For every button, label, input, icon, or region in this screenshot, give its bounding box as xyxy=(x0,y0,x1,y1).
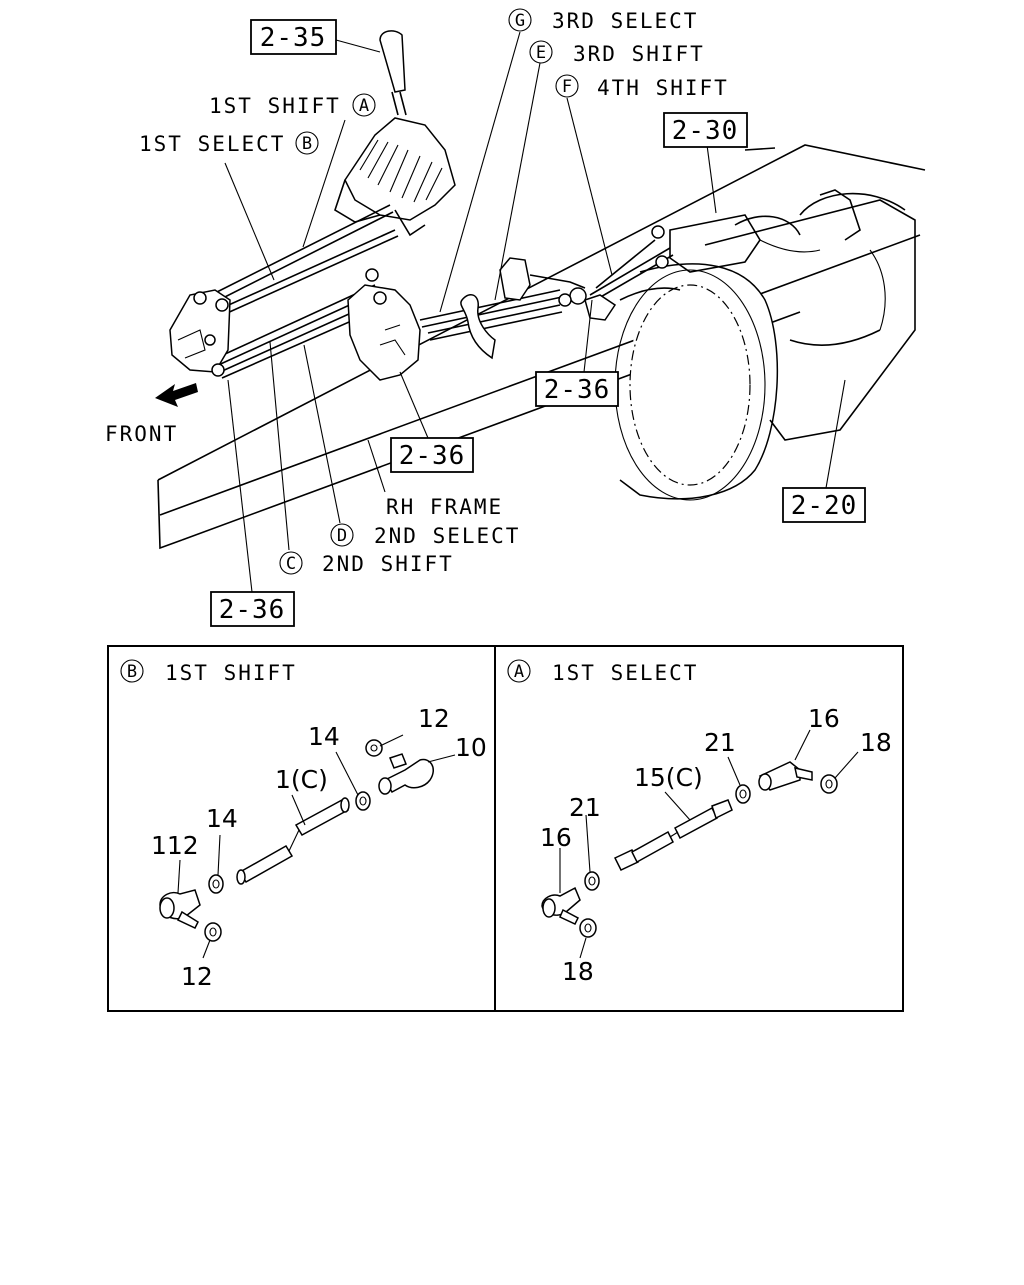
part-14-top: 14 xyxy=(308,722,340,751)
callout-2-20: 2-20 xyxy=(782,487,866,523)
detail-right-title: 1ST SELECT xyxy=(552,661,698,685)
part-10: 10 xyxy=(455,733,487,762)
detail-left-title: 1ST SHIFT xyxy=(165,661,297,685)
part-1c: 1(C) xyxy=(275,765,328,794)
nut-18-top xyxy=(820,774,838,794)
label-front-text: FRONT xyxy=(105,422,178,446)
label-2nd-shift-text: 2ND SHIFT xyxy=(322,552,454,576)
callout-2-36-center-text: 2-36 xyxy=(399,441,466,471)
letter-c: C xyxy=(286,554,296,574)
part-12-bottom: 12 xyxy=(181,962,213,991)
label-4th-shift-text: 4TH SHIFT xyxy=(597,76,729,100)
part-18-top: 18 xyxy=(860,728,892,757)
nut-12-top xyxy=(365,739,383,757)
part-14-left: 14 xyxy=(206,804,238,833)
right-bracket xyxy=(499,225,669,321)
middle-bracket xyxy=(347,268,421,381)
nut-21-top xyxy=(735,784,751,804)
detail-panels-frame xyxy=(107,645,904,1012)
label-1st-select: 1ST SELECT B xyxy=(139,131,319,156)
detail-left-letter: B xyxy=(127,662,137,682)
nut-14-top xyxy=(355,791,371,811)
letter-e: E xyxy=(536,43,546,63)
part-15c: 15(C) xyxy=(634,763,703,792)
nut-12-bottom xyxy=(204,922,222,942)
shift-rod-part xyxy=(236,797,350,885)
label-1st-select-text: 1ST SELECT xyxy=(139,132,285,156)
label-front: FRONT xyxy=(105,422,178,446)
part-16-top: 16 xyxy=(808,704,840,733)
nut-18-bottom xyxy=(579,918,597,938)
label-3rd-shift-text: 3RD SHIFT xyxy=(573,42,705,66)
label-4th-shift: F 4TH SHIFT xyxy=(555,74,729,100)
ball-joint-112 xyxy=(159,889,201,929)
gear-shift-lever xyxy=(334,30,456,237)
label-3rd-select-text: 3RD SELECT xyxy=(552,9,698,33)
callout-2-35: 2-35 xyxy=(250,19,337,55)
part-21-left: 21 xyxy=(569,793,601,822)
front-arrow xyxy=(155,383,198,407)
callout-2-36-mid-text: 2-36 xyxy=(544,375,611,405)
callout-2-36-bottom-text: 2-36 xyxy=(219,595,286,625)
letter-d: D xyxy=(337,526,347,546)
callout-2-36-center: 2-36 xyxy=(390,437,474,473)
label-2nd-select-text: 2ND SELECT xyxy=(374,524,520,548)
nut-14-left xyxy=(208,874,224,894)
detail-right-1st-select: A 1ST SELECT xyxy=(507,659,892,986)
label-1st-shift: 1ST SHIFT A xyxy=(209,93,376,118)
label-rh-frame: RH FRAME xyxy=(386,495,503,519)
callout-2-30: 2-30 xyxy=(663,112,748,148)
part-16-left: 16 xyxy=(540,823,572,852)
callout-2-35-text: 2-35 xyxy=(260,23,327,53)
nut-21-left xyxy=(584,871,600,891)
callout-2-30-text: 2-30 xyxy=(672,116,739,146)
label-2nd-select: D 2ND SELECT xyxy=(330,523,520,548)
ball-joint-10 xyxy=(378,753,434,795)
label-1st-shift-text: 1ST SHIFT xyxy=(209,94,341,118)
label-rh-frame-text: RH FRAME xyxy=(386,495,503,519)
ball-joint-16-left xyxy=(541,886,581,925)
leader-lines xyxy=(224,31,846,593)
detail-left-1st-shift: B 1ST SHIFT xyxy=(120,659,487,991)
part-12-top: 12 xyxy=(418,704,450,733)
ball-joint-16-top xyxy=(758,761,813,791)
label-3rd-select: G 3RD SELECT xyxy=(508,8,698,33)
letter-g: G xyxy=(515,11,525,31)
part-21-top: 21 xyxy=(704,728,736,757)
letter-a: A xyxy=(359,96,369,116)
transmission-housing xyxy=(614,189,916,501)
label-2nd-shift: C 2ND SHIFT xyxy=(279,551,454,576)
callout-2-20-text: 2-20 xyxy=(791,491,858,521)
part-18-bottom: 18 xyxy=(562,957,594,986)
letter-f: F xyxy=(562,77,572,97)
frame-break xyxy=(460,293,496,360)
left-bracket xyxy=(169,289,231,377)
letter-b: B xyxy=(302,134,312,154)
part-112: 112 xyxy=(151,831,199,860)
callout-2-36-bottom: 2-36 xyxy=(210,591,295,627)
detail-right-letter: A xyxy=(514,662,524,682)
select-rod-part xyxy=(613,799,733,871)
label-3rd-shift: E 3RD SHIFT xyxy=(529,40,705,66)
callout-2-36-mid: 2-36 xyxy=(535,371,619,407)
